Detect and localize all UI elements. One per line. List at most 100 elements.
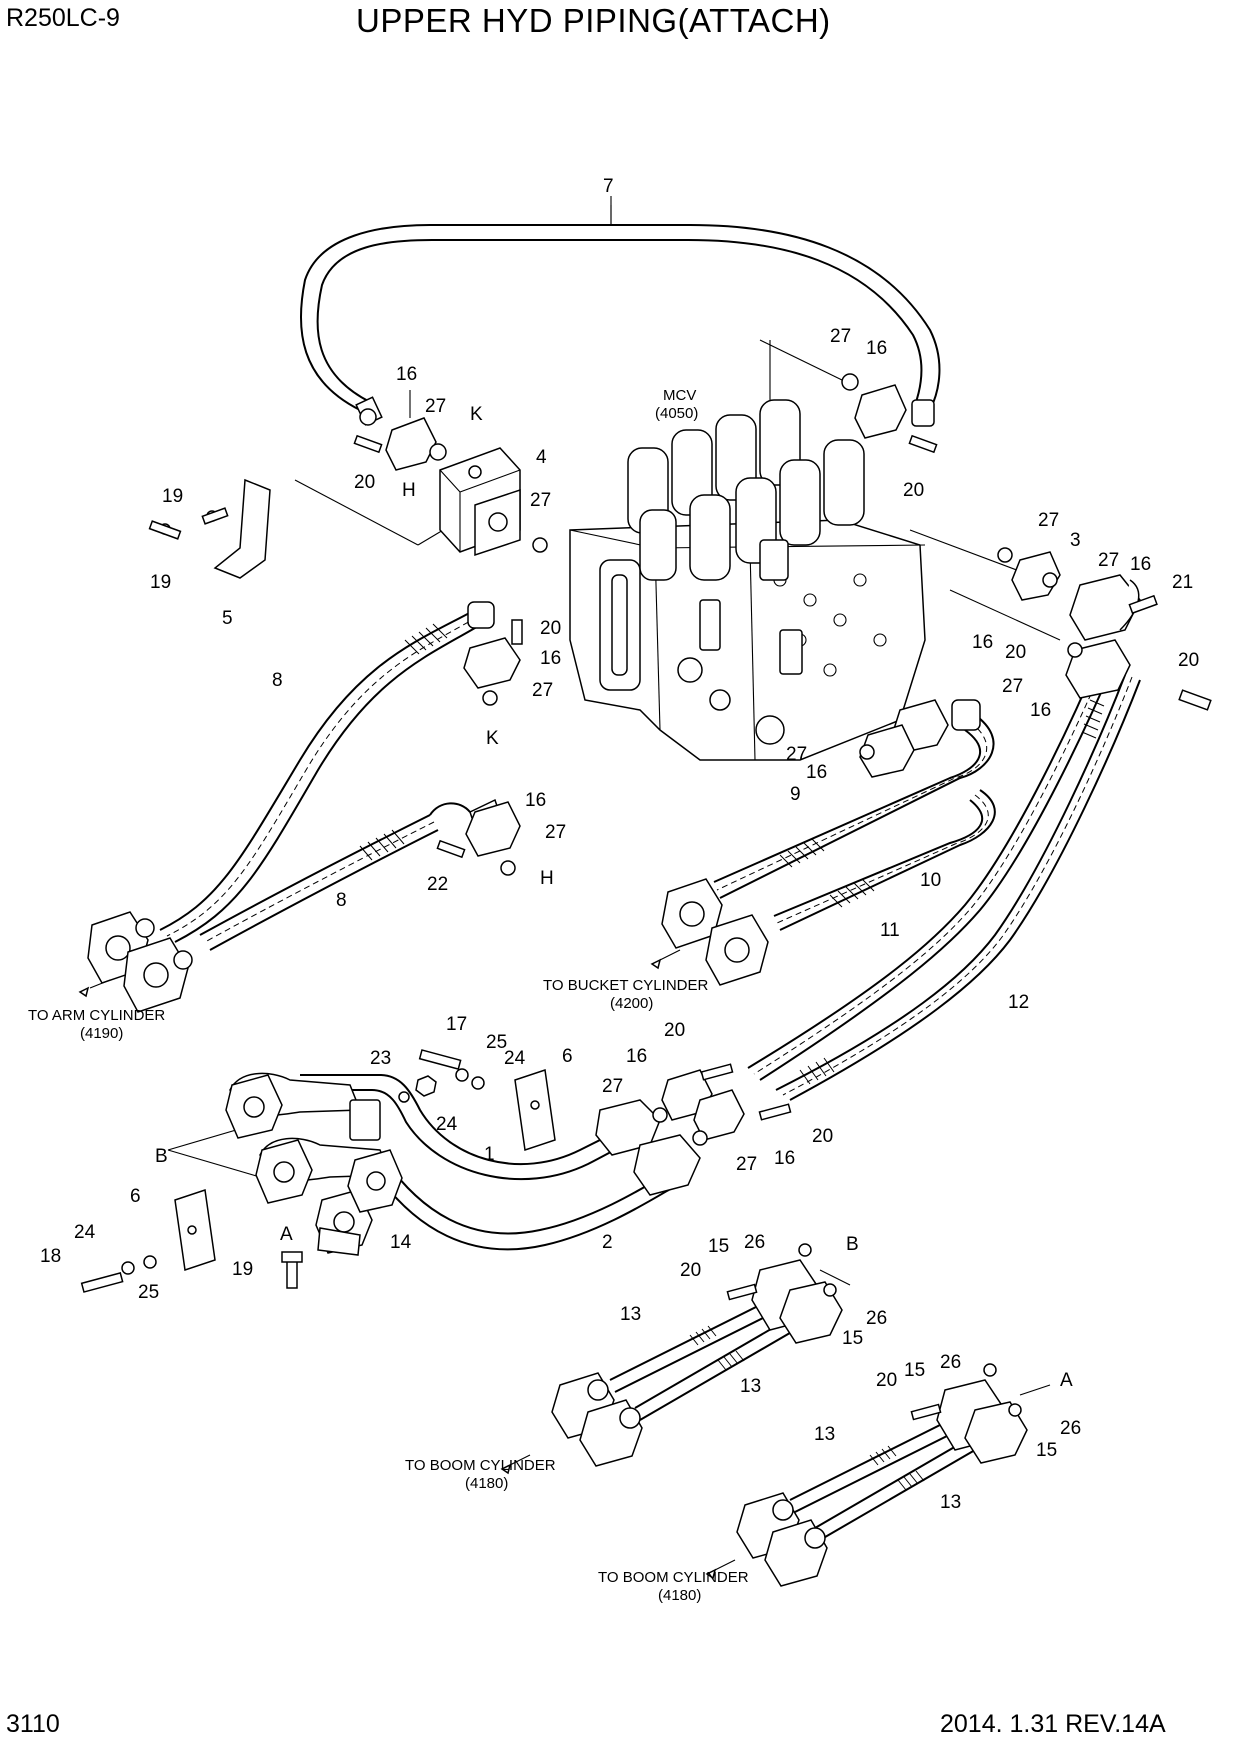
- callout: K: [470, 404, 483, 425]
- callout: 16: [972, 632, 993, 653]
- mcv-ref: (4050): [655, 405, 698, 422]
- callout: A: [1060, 1370, 1073, 1391]
- bracket-5: [148, 478, 271, 579]
- callout: 6: [130, 1186, 141, 1207]
- block-4: [439, 447, 521, 557]
- callout: 10: [920, 870, 941, 891]
- callout: 16: [540, 648, 561, 669]
- callout: 15: [842, 1328, 863, 1349]
- callout: 16: [626, 1046, 647, 1067]
- page-title: UPPER HYD PIPING(ATTACH): [356, 2, 831, 39]
- callout: 20: [1178, 650, 1199, 671]
- callout: 20: [664, 1020, 685, 1041]
- callout: 19: [232, 1259, 253, 1280]
- callout: 4: [536, 447, 547, 468]
- callout: 26: [940, 1352, 961, 1373]
- callout: 17: [446, 1014, 467, 1035]
- callout: 20: [876, 1370, 897, 1391]
- callout: 27: [545, 822, 566, 843]
- revision-date: 2014. 1.31 REV.14A: [940, 1710, 1166, 1738]
- callout: H: [540, 868, 554, 889]
- callout: B: [846, 1234, 859, 1255]
- boom-cylinder-label-upper: TO BOOM CYLINDER: [405, 1457, 556, 1474]
- callout: 25: [486, 1032, 507, 1053]
- callout: 8: [336, 890, 347, 911]
- callout: 27: [830, 326, 851, 347]
- callout: 20: [812, 1126, 833, 1147]
- bucket-flanges: [650, 878, 769, 986]
- callout: 18: [40, 1246, 61, 1267]
- callout: 22: [427, 874, 448, 895]
- callout: 20: [540, 618, 561, 639]
- hose-10: [773, 789, 996, 931]
- callout: 1: [484, 1144, 495, 1165]
- callout: 16: [525, 790, 546, 811]
- callout: 27: [1038, 510, 1059, 531]
- callout: 13: [814, 1424, 835, 1445]
- arm-cylinder-ref: (4190): [80, 1025, 123, 1042]
- hose-8-lower: [199, 798, 506, 951]
- callout: 16: [1130, 554, 1151, 575]
- callout: 16: [1030, 700, 1051, 721]
- callout: 7: [603, 176, 614, 197]
- callout: 19: [162, 486, 183, 507]
- part-callouts: 7 27 16 16 27 K 4 20 20 H 27 19 19 5 20 …: [40, 176, 1199, 1513]
- pipe-7: [299, 205, 941, 427]
- callout: 27: [602, 1076, 623, 1097]
- callout: 20: [680, 1260, 701, 1281]
- arm-flanges: [78, 911, 193, 1013]
- hose-fittings-right: [1011, 551, 1212, 711]
- callout: 24: [436, 1114, 458, 1135]
- callout: 27: [1098, 550, 1119, 571]
- boom-cylinder-label-lower: TO BOOM CYLINDER: [598, 1569, 749, 1586]
- callout: 8: [272, 670, 283, 691]
- callout: 14: [390, 1232, 412, 1253]
- destination-captions: TO ARM CYLINDER (4190) TO BUCKET CYLINDE…: [28, 977, 749, 1604]
- callout: 21: [1172, 572, 1193, 593]
- callout: 26: [866, 1308, 887, 1329]
- arm-cylinder-label: TO ARM CYLINDER: [28, 1007, 165, 1024]
- callout: 16: [774, 1148, 795, 1169]
- callout: 25: [138, 1282, 159, 1303]
- flange-clamps-center: [353, 373, 1083, 1146]
- callout: 27: [736, 1154, 757, 1175]
- callout: 9: [790, 784, 801, 805]
- boom-hoses-upper: [500, 1243, 843, 1475]
- callout: 15: [1036, 1440, 1057, 1461]
- callout: 16: [806, 762, 827, 783]
- boom-cylinder-ref-upper: (4180): [465, 1475, 508, 1492]
- hose-11: [747, 654, 1116, 1081]
- hose-8-upper: [159, 601, 495, 943]
- callout: 19: [150, 572, 171, 593]
- callout: 11: [880, 920, 900, 941]
- callout: B: [155, 1146, 168, 1167]
- callout: 6: [562, 1046, 573, 1067]
- callout: 27: [1002, 676, 1023, 697]
- callout: 15: [708, 1236, 729, 1257]
- bolts-nuts: [80, 1049, 485, 1293]
- boom-cylinder-ref-lower: (4180): [658, 1587, 701, 1604]
- callout: 26: [1060, 1418, 1081, 1439]
- pipe-1: [300, 1074, 661, 1181]
- callout: 5: [222, 608, 233, 629]
- callout: 27: [530, 490, 551, 511]
- callout: 27: [786, 744, 807, 765]
- hose-12: [775, 674, 1141, 1101]
- boom-hoses-lower: [705, 1363, 1028, 1587]
- hose-9: [713, 699, 995, 899]
- callout: 12: [1008, 992, 1029, 1013]
- callout: A: [280, 1224, 293, 1245]
- model-number: R250LC-9: [6, 4, 120, 32]
- pipe-2: [374, 1134, 701, 1251]
- clamps-6: [174, 1069, 556, 1271]
- mcv-valve-block: [569, 399, 926, 761]
- mcv-label: MCV: [663, 387, 696, 404]
- callout: 26: [744, 1232, 765, 1253]
- callout: 15: [904, 1360, 925, 1381]
- callout: K: [486, 728, 499, 749]
- callout: 23: [370, 1048, 391, 1069]
- callout: 20: [1005, 642, 1026, 663]
- callout: 16: [396, 364, 417, 385]
- callout: H: [402, 480, 416, 501]
